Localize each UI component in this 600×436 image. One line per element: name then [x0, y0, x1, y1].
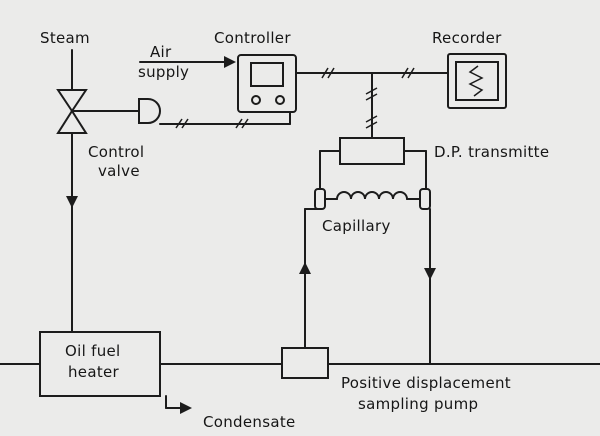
heater-label: heater	[68, 363, 120, 381]
condensate-line	[165, 395, 192, 414]
dp-transmitter-label: D.P. transmitte	[434, 143, 550, 161]
positive-displacement-label: Positive displacement	[341, 374, 511, 392]
sampling-loop-lines	[299, 208, 436, 365]
steam-line	[66, 49, 78, 333]
controller-label: Controller	[214, 29, 291, 47]
valve-air-signal-line	[159, 111, 291, 129]
control-valve-symbol	[56, 89, 161, 134]
oil-fuel-heater-box	[39, 331, 161, 397]
air-supply-label: supply	[138, 63, 190, 81]
oil-fuel-label: Oil fuel	[65, 342, 121, 360]
sampling-pump-label: sampling pump	[358, 395, 479, 413]
sampling-pump-box	[281, 347, 329, 379]
valve-label: valve	[98, 162, 140, 180]
condensate-label: Condensate	[203, 413, 296, 431]
air-label: Air	[150, 43, 172, 61]
recorder-label: Recorder	[432, 29, 502, 47]
steam-label: Steam	[40, 29, 90, 47]
air-supply-line	[139, 56, 236, 68]
recorder-box	[447, 53, 507, 109]
signal-line-top	[295, 67, 449, 139]
capillary-label: Capillary	[322, 217, 391, 235]
capillary-coil	[314, 188, 431, 210]
controller-box	[237, 54, 297, 113]
control-label: Control	[88, 143, 145, 161]
dp-transmitter-box	[319, 137, 427, 191]
